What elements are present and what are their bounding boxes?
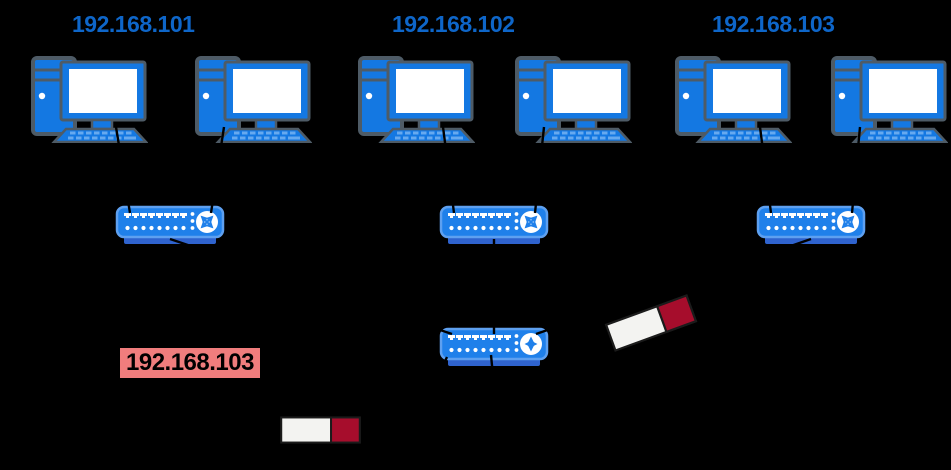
switch-icon-3[interactable] — [756, 202, 866, 248]
core-switch-icon[interactable] — [439, 324, 549, 370]
highlighted-ip-label: 192.168.103 — [120, 348, 260, 378]
pc-icon-6[interactable] — [828, 55, 948, 143]
pc-icon-1[interactable] — [28, 55, 148, 143]
subnet-label-103: 192.168.103 — [712, 11, 835, 37]
pc-icon-3[interactable] — [355, 55, 475, 143]
switch-icon-2[interactable] — [439, 202, 549, 248]
subnet-label-101: 192.168.101 — [72, 11, 195, 37]
eraser-icon-horizontal[interactable] — [280, 415, 361, 445]
pc-icon-5[interactable] — [672, 55, 792, 143]
eraser-icon-rotated[interactable] — [603, 293, 700, 353]
pc-icon-2[interactable] — [192, 55, 312, 143]
pc-icon-4[interactable] — [512, 55, 632, 143]
switch-icon-1[interactable] — [115, 202, 225, 248]
subnet-label-102: 192.168.102 — [392, 11, 515, 37]
